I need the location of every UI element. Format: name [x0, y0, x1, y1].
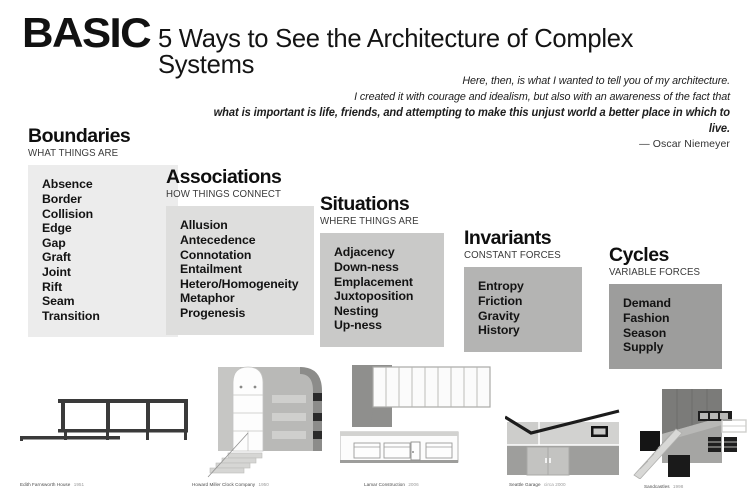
category-title: Boundaries — [28, 125, 131, 147]
category-list-item: Emplacement — [334, 274, 413, 289]
category-associations: Associations HOW THINGS CONNECT Allusion… — [166, 167, 314, 335]
quote-line-1: Here, then, is what I wanted to tell you… — [462, 75, 730, 87]
category-list-item: Transition — [42, 308, 100, 323]
category-list-item: Graft — [42, 250, 71, 265]
category-list-item: Juxtoposition — [334, 289, 414, 304]
category-list-item: Allusion — [180, 218, 228, 233]
figure-caption: Sandcastles 1998 — [644, 484, 683, 489]
figure-caption: Edith Farnsworth House 1951 — [20, 482, 84, 487]
brand-wordmark: BASIC — [22, 9, 152, 56]
category-list-item: Up-ness — [334, 318, 382, 333]
category-list-item: Seam — [42, 294, 75, 309]
page-header: BASIC 5 Ways to See the Architecture of … — [22, 9, 734, 79]
category-title: Cycles — [609, 244, 669, 266]
category-title: Situations — [320, 193, 410, 215]
page-title: 5 Ways to See the Architecture of Comple… — [158, 23, 634, 79]
figure-howard-miller-clock-company: Howard Miller Clock Company 1950 — [192, 361, 335, 487]
category-list-item: Adjacency — [334, 245, 395, 260]
figure-date: 2006 — [407, 482, 419, 487]
category-list-item: Demand — [623, 296, 671, 311]
quote-attribution: — Oscar Niemeyer — [639, 138, 730, 150]
category-subtitle: WHAT THINGS ARE — [28, 148, 119, 160]
category-list-item: Nesting — [334, 303, 379, 318]
category-subtitle: VARIABLE FORCES — [609, 267, 701, 279]
category-subtitle: WHERE THINGS ARE — [320, 216, 419, 228]
figure-caption: Seattle Garage circa 2000 — [509, 482, 566, 487]
figure-caption: Lamar Construction 2006 — [364, 482, 419, 487]
category-list-item: Fashion — [623, 311, 670, 326]
figure-name: Edith Farnsworth House — [20, 482, 71, 487]
category-list-item: Joint — [42, 265, 71, 280]
category-list-item: Rift — [42, 279, 63, 294]
category-subtitle: HOW THINGS CONNECT — [166, 189, 281, 201]
category-list-item: Gravity — [478, 308, 520, 323]
figure-date: 1998 — [671, 484, 684, 489]
category-list-item: Absence — [42, 177, 93, 192]
category-list-item: Entropy — [478, 279, 524, 294]
category-list-item: Antecedence — [180, 233, 256, 248]
figure-name: Lamar Construction — [364, 482, 405, 487]
category-list-item: Supply — [623, 340, 664, 355]
figure-caption: Howard Miller Clock Company 1950 — [192, 482, 269, 487]
category-title: Invariants — [464, 227, 552, 249]
figure-date: circa 2000 — [542, 482, 566, 487]
category-list-item: Hetero/Homogeneity — [180, 276, 299, 291]
quote-line-3: what is important is life, friends, and … — [213, 106, 731, 135]
category-title: Associations — [166, 166, 282, 188]
figure-name: Howard Miller Clock Company — [192, 482, 256, 487]
category-list-item: Entailment — [180, 262, 242, 277]
category-list-item: Border — [42, 192, 82, 207]
figure-name: Seattle Garage — [509, 482, 541, 487]
pull-quote: Here, then, is what I wanted to tell you… — [170, 74, 730, 136]
category-list-item: Edge — [42, 221, 72, 236]
category-list-item: Metaphor — [180, 291, 235, 306]
category-list-item: Friction — [478, 294, 523, 309]
category-list-item: Gap — [42, 235, 66, 250]
category-list-item: Down-ness — [334, 260, 399, 275]
figure-name: Sandcastles — [644, 484, 670, 489]
category-list-item: Progenesis — [180, 306, 246, 321]
category-list-item: Collision — [42, 206, 94, 221]
quote-line-2: I created it with courage and idealism, … — [354, 90, 730, 103]
category-list-item: Connotation — [180, 247, 252, 262]
category-list-item: History — [478, 323, 520, 338]
category-subtitle: CONSTANT FORCES — [464, 250, 561, 262]
figure-band: Edith Farnsworth House 1951 — [0, 355, 750, 500]
figure-date: 1950 — [257, 482, 269, 487]
category-list-item: Season — [623, 325, 667, 340]
figure-lamar-construction: Lamar Construction 2006 — [339, 365, 510, 487]
figure-seattle-garage: Seattle Garage circa 2000 — [504, 395, 625, 487]
figure-date: 1951 — [72, 482, 85, 487]
figure-farnsworth-house: Edith Farnsworth House 1951 — [20, 385, 190, 487]
figure-sandcastles: Sandcastles 1998 — [622, 387, 747, 489]
